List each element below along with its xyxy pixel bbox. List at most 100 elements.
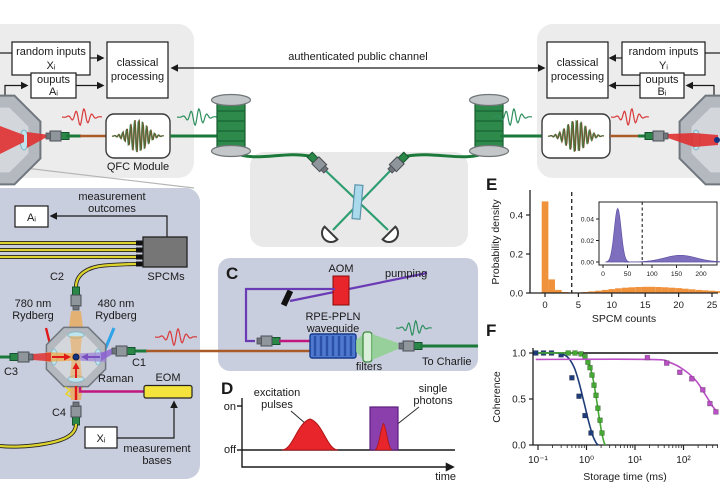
ryd780-label2: Rydberg	[12, 310, 54, 322]
photon-pulse-icon-red-bob	[610, 107, 649, 126]
alice-processing-label2: processing	[111, 71, 164, 83]
time-label: time	[435, 471, 456, 483]
time-axis	[241, 398, 455, 472]
qfc-waveform-icon	[111, 118, 164, 153]
ryd480-label2: Rydberg	[95, 310, 137, 322]
detector-right	[381, 225, 399, 243]
meas-outcomes-label1: measurement	[78, 191, 145, 203]
spcms-label: SPCMs	[147, 271, 185, 283]
panel-e-letter: E	[486, 175, 497, 194]
ryd480-label1: 480 nm	[98, 298, 135, 310]
panel-c: C AOM pumping RPE-PPLN waveguide filters…	[226, 263, 478, 373]
excitation-pulse-shape	[281, 418, 339, 451]
excitation-label2: pulses	[261, 399, 293, 411]
alice-processing-label1: classical	[117, 57, 159, 69]
photon-pulse-icon-red	[61, 108, 102, 127]
svg-text:0.00: 0.00	[581, 260, 594, 267]
filters-element	[362, 331, 373, 363]
aom-label: AOM	[328, 263, 353, 275]
c4-label: C4	[52, 407, 66, 419]
bob-processing-label2: processing	[551, 71, 604, 83]
svg-text:0.02: 0.02	[581, 238, 594, 245]
svg-text:20: 20	[673, 300, 684, 311]
bob-random-inputs-label: random inputs	[629, 46, 699, 58]
meas-bases-label1: measurement	[123, 443, 190, 455]
fiber-spool-left	[210, 93, 252, 158]
public-channel-label: authenticated public channel	[288, 51, 427, 63]
eom-label: EOM	[155, 372, 180, 384]
c4-fiber	[0, 423, 78, 448]
pump-beam-routed	[244, 287, 335, 343]
meas-outcomes-label2: outcomes	[88, 203, 136, 215]
svg-text:50: 50	[624, 271, 632, 278]
red-beam-bob	[668, 133, 718, 147]
raman-scatter-icon	[64, 386, 72, 398]
public-channel: authenticated public channel	[170, 51, 546, 72]
bob-random-inputs-symbol: Yᵢ	[659, 60, 668, 72]
svg-text:25: 25	[707, 300, 718, 311]
e-ylabel: Probability density	[490, 199, 502, 285]
svg-text:0.4: 0.4	[510, 211, 523, 222]
svg-text:10⁻¹: 10⁻¹	[528, 455, 548, 466]
alice-vacuum-chamber	[0, 94, 46, 186]
bob-classical-blocks: random inputs Yᵢ ouputs Bᵢ classical pro…	[546, 41, 720, 99]
svg-text:10²: 10²	[676, 455, 691, 466]
svg-text:0: 0	[542, 300, 547, 311]
bob-classical-processing-box	[546, 41, 609, 99]
svg-text:10¹: 10¹	[628, 455, 643, 466]
svg-text:10: 10	[607, 300, 618, 311]
red-beam	[0, 126, 24, 154]
pumping-label: pumping	[385, 268, 427, 280]
single-photons-label2: photons	[413, 395, 453, 407]
svg-text:1.0: 1.0	[512, 349, 526, 360]
c1-label: C1	[132, 357, 146, 369]
svg-text:0: 0	[601, 271, 605, 278]
photon-pulse-icon-green	[176, 108, 217, 127]
panel-f-letter: F	[486, 321, 496, 340]
ryd780-label1: 780 nm	[15, 298, 52, 310]
xi-basis-label: Xᵢ	[96, 433, 105, 445]
bob-processing-label1: classical	[557, 57, 599, 69]
beam-block	[280, 289, 294, 307]
to-charlie-label: To Charlie	[422, 356, 472, 368]
svg-text:0.0: 0.0	[512, 441, 526, 452]
waveguide-label1: RPE-PPLN	[305, 311, 360, 323]
panel-b: measurement outcomes Aᵢ SPCMs C2 780 nm …	[0, 191, 193, 467]
raman-label: Raman	[98, 373, 133, 385]
alice-random-inputs-symbol: Xᵢ	[46, 60, 55, 72]
ai-outcome-label: Aᵢ	[27, 212, 36, 224]
panel-d-letter: D	[221, 379, 233, 398]
f-xlabel: Storage time (ms)	[583, 471, 666, 483]
svg-text:0.0: 0.0	[510, 289, 523, 300]
on-label: on	[224, 401, 236, 413]
alice-outputs-label: ouputs	[37, 74, 71, 86]
waveguide-label2: waveguide	[306, 323, 360, 335]
spcms-box	[142, 236, 188, 268]
bob-outputs-label: ouputs	[645, 74, 679, 86]
photon-pulse-icon-green-c	[395, 319, 432, 337]
svg-text:5: 5	[576, 300, 581, 311]
f-ylabel: Coherence	[491, 371, 503, 423]
filtered-beam	[372, 334, 398, 360]
svg-text:200: 200	[695, 271, 707, 278]
atom-bob	[714, 137, 720, 143]
single-photon-pulse-shape	[374, 422, 393, 451]
aom-box	[332, 275, 350, 306]
qfc-waveform-icon-bob	[547, 119, 605, 153]
panel-d: D excitation pulses single photons on of…	[221, 379, 456, 483]
beamsplitter	[351, 184, 364, 220]
svg-text:0.2: 0.2	[510, 250, 523, 261]
spcm-fibers	[0, 241, 138, 288]
svg-text:15: 15	[640, 300, 651, 311]
svg-text:0.04: 0.04	[581, 217, 594, 224]
meas-bases-label2: bases	[142, 455, 172, 467]
eom-box	[143, 384, 193, 399]
red-beam-cone	[27, 132, 46, 148]
photon-pulse-icon-red-b	[154, 327, 198, 347]
alice-random-inputs-label: random inputs	[16, 46, 86, 58]
detector-left	[321, 225, 339, 243]
fiber-spool-right	[468, 93, 510, 158]
